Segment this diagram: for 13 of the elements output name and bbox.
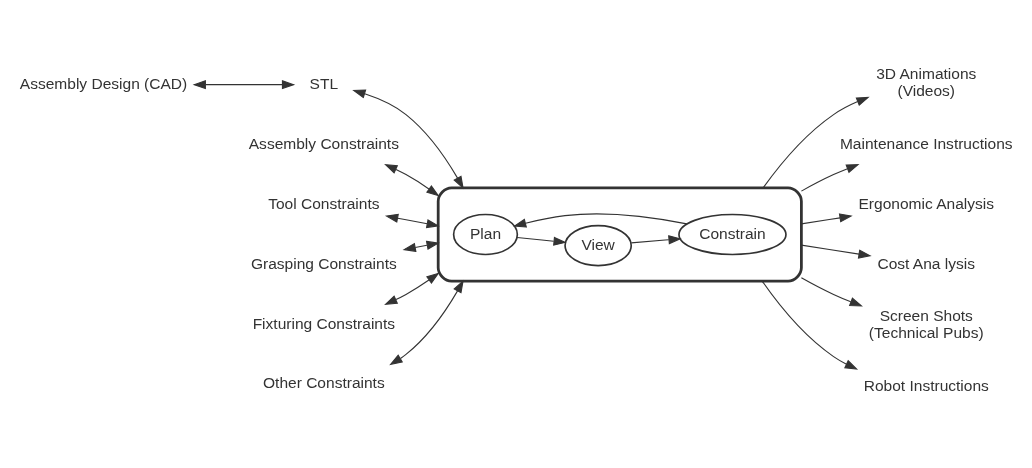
- node-text: STL: [309, 74, 339, 92]
- node-text: Other Constraints: [263, 373, 385, 391]
- node-text: Maintenance Instructions: [839, 134, 1013, 152]
- node-text: Tool Constraints: [268, 194, 380, 212]
- node-text: Grasping Constraints: [250, 254, 397, 272]
- node-text: Robot Instructions: [863, 376, 989, 394]
- node-text: Screen Shots (Technical Pubs): [868, 306, 984, 341]
- node-text: Fixturing Constraints: [252, 314, 396, 332]
- node-text: Cost Ana lysis: [877, 254, 976, 272]
- node-text: Assembly Design (CAD): [19, 74, 188, 92]
- node-text: Ergonomic Analysis: [858, 194, 995, 212]
- node-text: Assembly Constraints: [248, 134, 399, 152]
- node-text: 3D Animations (Videos): [876, 64, 977, 99]
